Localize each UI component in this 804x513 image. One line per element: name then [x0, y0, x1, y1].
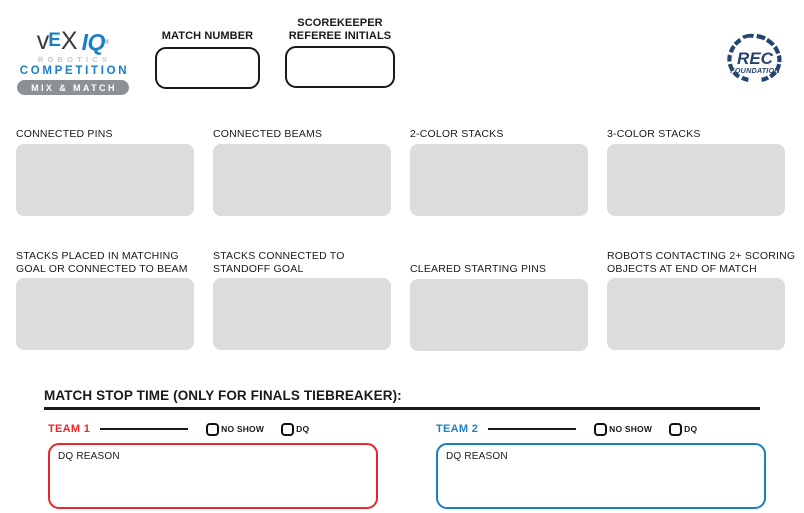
- score-field-label: ROBOTS CONTACTING 2+ SCORING OBJECTS AT …: [607, 250, 796, 275]
- registered-trademark-icon: ®: [104, 40, 110, 46]
- referee-initials-input[interactable]: [285, 46, 395, 88]
- team-2-label: TEAM 2: [436, 423, 479, 435]
- team-1-dq-reason-label: DQ REASON: [58, 451, 120, 462]
- score-field-input[interactable]: [16, 278, 194, 350]
- vex-robotics-text: ROBOTICS: [37, 55, 112, 64]
- score-field-label: 3-COLOR STACKS: [607, 128, 701, 140]
- referee-initials-field: SCOREKEEPER REFEREE INITIALS: [285, 17, 395, 88]
- team-1-dq-label: DQ: [296, 424, 310, 434]
- score-field-input[interactable]: [607, 143, 785, 216]
- vex-iq-logo: v E X IQ ® ROBOTICS COMPETITION MIX & MA…: [14, 27, 132, 95]
- team-2-row: TEAM 2 NO SHOW DQ: [436, 421, 766, 437]
- score-field-input[interactable]: [410, 143, 588, 216]
- score-field-label: CONNECTED PINS: [16, 128, 113, 140]
- vex-wordmark: v E X IQ ®: [14, 27, 132, 55]
- team-1-label: TEAM 1: [48, 423, 91, 435]
- score-field-input[interactable]: [16, 143, 194, 216]
- team-1-row: TEAM 1 NO SHOW DQ: [48, 421, 378, 437]
- vex-program-badge: MIX & MATCH: [17, 80, 129, 95]
- score-field-cleared-starting-pins: CLEARED STARTING PINS: [410, 263, 588, 351]
- team-1-no-show-group[interactable]: NO SHOW: [206, 422, 265, 436]
- svg-text:REC: REC: [737, 49, 774, 68]
- team-1-no-show-label: NO SHOW: [221, 424, 265, 434]
- rec-foundation-logo: REC FOUNDATION: [724, 32, 786, 82]
- score-field-label: STACKS PLACED IN MATCHING GOAL OR CONNEC…: [16, 250, 188, 275]
- team-2-dq-group[interactable]: DQ: [669, 422, 698, 436]
- vex-competition-text: COMPETITION: [19, 65, 130, 77]
- team-2-no-show-label: NO SHOW: [609, 424, 653, 434]
- team-2-dq-reason-label: DQ REASON: [446, 451, 508, 462]
- team-1-no-show-checkbox[interactable]: [206, 422, 220, 436]
- svg-text:FOUNDATION: FOUNDATION: [730, 66, 780, 75]
- rec-foundation-gear-icon: REC FOUNDATION: [727, 33, 782, 82]
- match-number-field: MATCH NUMBER: [155, 30, 260, 89]
- score-field-label: STACKS CONNECTED TO STANDOFF GOAL: [213, 250, 345, 275]
- score-field-label: CONNECTED BEAMS: [213, 128, 323, 140]
- vex-letter-v: v: [36, 27, 49, 55]
- score-field-input[interactable]: [213, 278, 391, 350]
- match-number-label: MATCH NUMBER: [161, 30, 254, 42]
- match-stop-time-title: MATCH STOP TIME (ONLY FOR FINALS TIEBREA…: [44, 388, 402, 403]
- team-1-dq-reason-input[interactable]: DQ REASON: [48, 443, 378, 509]
- score-field-3-color-stacks: 3-COLOR STACKS: [607, 128, 785, 216]
- score-field-input[interactable]: [607, 278, 785, 350]
- section-divider: [44, 407, 760, 410]
- team-2-dq-label: DQ: [684, 424, 698, 434]
- team-2-dq-checkbox[interactable]: [669, 422, 683, 436]
- team-1-dq-checkbox[interactable]: [281, 422, 295, 436]
- team-2-dq-reason-input[interactable]: DQ REASON: [436, 443, 766, 509]
- referee-initials-label: SCOREKEEPER REFEREE INITIALS: [288, 17, 392, 42]
- score-field-input[interactable]: [213, 143, 391, 216]
- team-1-dq-group[interactable]: DQ: [281, 422, 310, 436]
- score-field-robots-contacting-scoring-objects: ROBOTS CONTACTING 2+ SCORING OBJECTS AT …: [607, 250, 795, 350]
- score-field-connected-pins: CONNECTED PINS: [16, 128, 194, 216]
- vex-letter-x: X: [60, 27, 78, 55]
- score-field-label: 2-COLOR STACKS: [410, 128, 504, 140]
- team-1-block: TEAM 1 NO SHOW DQ DQ REASON: [48, 421, 378, 509]
- team-2-block: TEAM 2 NO SHOW DQ DQ REASON: [436, 421, 766, 509]
- team-2-stop-time-input[interactable]: [488, 428, 577, 430]
- header: v E X IQ ® ROBOTICS COMPETITION MIX & MA…: [0, 0, 804, 112]
- match-number-input[interactable]: [155, 46, 260, 89]
- vex-letter-e: E: [48, 30, 61, 51]
- score-field-connected-beams: CONNECTED BEAMS: [213, 128, 391, 216]
- score-field-stacks-placed-matching-goal: STACKS PLACED IN MATCHING GOAL OR CONNEC…: [16, 250, 194, 350]
- team-1-stop-time-input[interactable]: [100, 428, 189, 430]
- score-field-2-color-stacks: 2-COLOR STACKS: [410, 128, 588, 216]
- score-field-label: CLEARED STARTING PINS: [410, 263, 547, 275]
- team-2-no-show-group[interactable]: NO SHOW: [594, 422, 653, 436]
- score-field-stacks-connected-standoff-goal: STACKS CONNECTED TO STANDOFF GOAL: [213, 250, 391, 350]
- vex-iq-mark: IQ: [81, 29, 106, 55]
- score-field-input[interactable]: [410, 278, 588, 351]
- team-2-no-show-checkbox[interactable]: [594, 422, 608, 436]
